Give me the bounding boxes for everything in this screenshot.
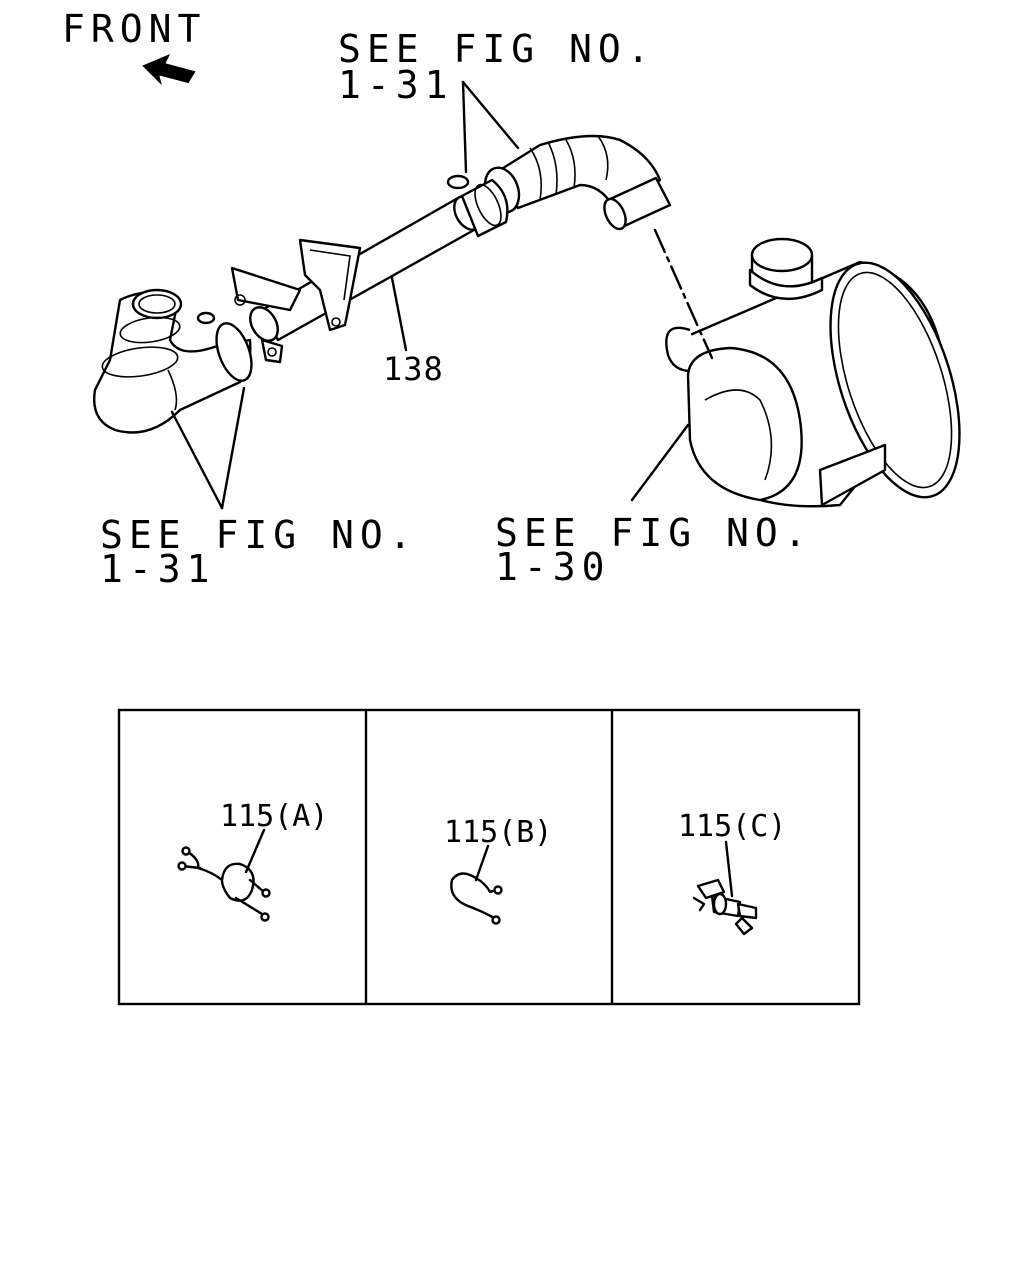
leader-lines: [170, 80, 714, 510]
see-fig-right-line2: 1-30: [495, 545, 611, 589]
see-fig-left-line1: SEE FIG NO.: [100, 513, 418, 557]
clip-variants-table: [117, 708, 861, 1006]
see-fig-right-line1: SEE FIG NO.: [495, 511, 813, 555]
mounting-bracket: [230, 238, 362, 364]
clip-c-cell: 115(C): [678, 809, 786, 936]
clip-a-cell: 115(A): [177, 799, 328, 922]
part-label-115c: 115(C): [678, 809, 786, 844]
part-label-115a: 115(A): [220, 799, 328, 834]
elbow-hose: [483, 134, 672, 231]
intake-pipe: [249, 174, 509, 342]
see-fig-left-line2: 1-31: [100, 547, 216, 591]
clip-b-cell: 115(B): [444, 815, 552, 925]
part-label-138: 138: [383, 350, 444, 388]
left-hose-assembly: [93, 288, 253, 434]
clip-b-icon: [450, 872, 503, 925]
see-fig-top-line1: SEE FIG NO.: [338, 27, 656, 71]
front-label: FRONT: [62, 7, 206, 51]
part-label-115b: 115(B): [444, 815, 552, 850]
clip-c-icon: [692, 878, 758, 936]
see-fig-top-line2: 1-31: [338, 63, 454, 107]
clip-a-icon: [177, 846, 271, 922]
front-arrow-icon: [142, 54, 196, 86]
air-cleaner-housing: [665, 237, 961, 508]
